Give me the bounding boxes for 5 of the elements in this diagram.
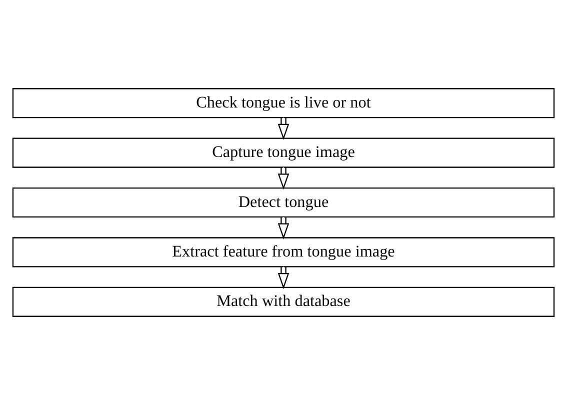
- node-box: Extract feature from tongue image: [12, 236, 555, 267]
- node-box: Detect tongue: [12, 186, 555, 218]
- node-box: Match with database: [12, 286, 555, 316]
- node-box: Capture tongue image: [12, 137, 555, 168]
- node-box: Check tongue is live or not: [12, 88, 555, 118]
